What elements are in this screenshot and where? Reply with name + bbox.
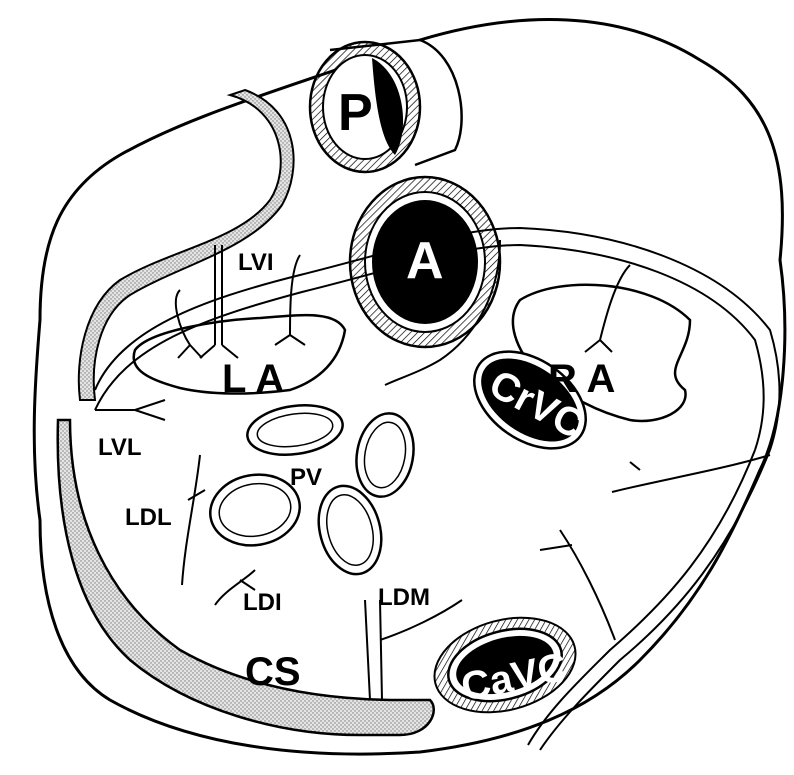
label-ldm: LDM (378, 584, 430, 611)
label-cs: CS (245, 650, 301, 694)
label-a: A (406, 232, 444, 290)
label-ldi: LDI (243, 589, 282, 616)
pulmonary-trunk (310, 40, 462, 172)
label-lvl: LVL (98, 434, 142, 461)
label-p: P (338, 84, 373, 142)
label-la: L A (222, 357, 284, 401)
label-pv: PV (290, 464, 322, 491)
label-ldl: LDL (125, 504, 172, 531)
label-lvi: LVI (238, 249, 274, 276)
